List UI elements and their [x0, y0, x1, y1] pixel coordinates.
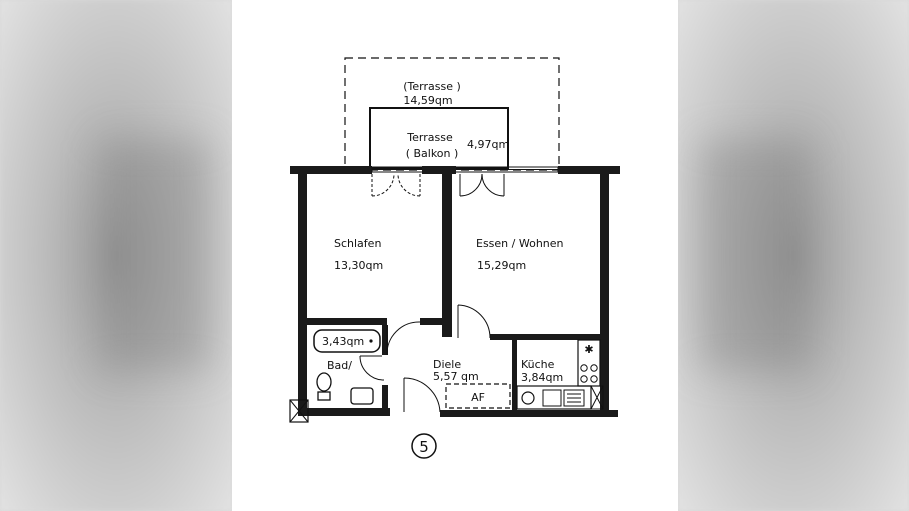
bathtub-drain: [369, 339, 373, 343]
living-door-right: [481, 173, 505, 197]
balcony-area: 4,97qm: [467, 138, 509, 151]
blur-shadow-left: [100, 140, 210, 370]
exhaust-icon: ✱: [584, 343, 593, 356]
kitchen-name: Küche: [521, 358, 555, 371]
terrace-outer-area: 14,59qm: [403, 94, 452, 107]
balcony-door-left: [371, 173, 395, 197]
top-wall-mid: [422, 166, 456, 174]
top-wall-left: [290, 166, 372, 174]
blurred-background-left: [0, 0, 232, 511]
bath-wall-lower: [382, 385, 388, 408]
floor-plan-panel: ✱ (Terrasse ) 14,59qm Terrasse ( Balkon …: [232, 0, 678, 511]
hall-area: 5,57 qm: [433, 370, 479, 383]
bath-sink: [350, 387, 374, 405]
balcony-name-sub: ( Balkon ): [406, 147, 459, 160]
bedroom-bottom-wall-a: [307, 318, 387, 325]
toilet-tank: [317, 391, 331, 401]
af-box: [445, 383, 511, 409]
bedroom-area: 13,30qm: [334, 259, 383, 272]
living-door-left: [459, 173, 483, 197]
bedroom-living-wall: [442, 172, 452, 337]
living-bottom-wall: [490, 334, 600, 340]
entry-door-swing: [403, 377, 441, 413]
bedroom-name: Schlafen: [334, 237, 381, 250]
burner-icon: [580, 375, 588, 383]
bedroom-door-swing: [386, 321, 421, 356]
kitchen-sink-drain: [542, 389, 562, 407]
burner-icon: [580, 364, 588, 372]
terrace-outer-name: (Terrasse ): [403, 80, 461, 93]
balcony-outline: [369, 107, 509, 169]
balcony-name: Terrasse: [406, 131, 453, 144]
bathtub: [313, 329, 381, 353]
living-room-door-swing: [457, 304, 491, 339]
bottom-wall-right: [440, 410, 618, 417]
unit-number: 5: [419, 438, 429, 456]
living-name: Essen / Wohnen: [476, 237, 564, 250]
bath-door-swing: [359, 355, 385, 381]
blur-shadow-right: [700, 140, 810, 370]
bath-area: 3,43qm: [322, 335, 364, 348]
blurred-background-right: [678, 0, 909, 511]
kitchen-shaft: [590, 385, 604, 410]
bedroom-bottom-wall-b: [420, 318, 452, 325]
kitchen-area: 3,84qm: [521, 371, 563, 384]
shaft-left: [289, 399, 309, 423]
hall-name: Diele: [433, 358, 461, 371]
living-area: 15,29qm: [477, 259, 526, 272]
unit-number-circle: [411, 433, 437, 459]
left-wall: [298, 172, 307, 408]
af-label: AF: [471, 391, 485, 404]
kitchen-wall: [512, 340, 517, 410]
floor-plan-drawing: ✱ (Terrasse ) 14,59qm Terrasse ( Balkon …: [289, 57, 620, 459]
bath-wall-upper: [382, 325, 388, 355]
toilet-bowl: [316, 372, 332, 392]
kitchen-drawer: [563, 389, 585, 407]
top-wall-right: [558, 166, 620, 174]
balcony-door-right: [397, 173, 421, 197]
bath-name: Bad/: [327, 359, 352, 372]
kitchen-sink-basin: [521, 391, 535, 405]
bottom-wall-left: [298, 408, 390, 416]
burner-icon: [590, 375, 598, 383]
burner-icon: [590, 364, 598, 372]
right-wall: [600, 172, 609, 412]
